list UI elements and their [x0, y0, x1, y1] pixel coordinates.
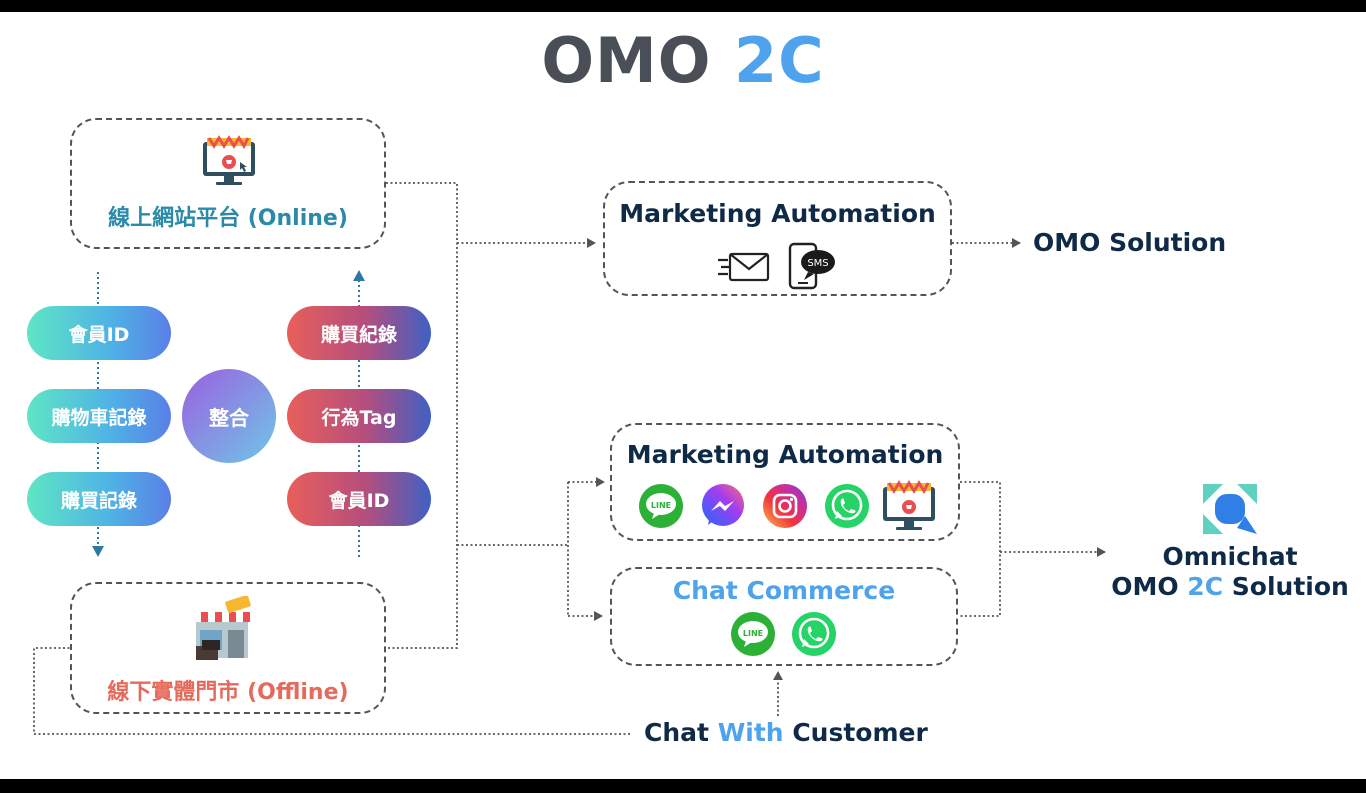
chat-line-icon: LINE [731, 612, 775, 656]
whatsapp-icon [825, 484, 869, 528]
chat-commerce-box [610, 567, 958, 666]
chat-with-customer-label: Chat With Customer [644, 718, 928, 747]
offline-store-box [70, 582, 386, 714]
shop-screen-icon [203, 135, 255, 185]
store-front-icon [194, 596, 251, 660]
omnichat-logo-icon [1203, 484, 1257, 534]
with-word: With [717, 718, 784, 747]
chat-whatsapp-icon [792, 612, 836, 656]
chat-word: Chat [644, 718, 709, 747]
sms-phone-icon: SMS [788, 242, 835, 290]
marketing-automation-middle-title: Marketing Automation [626, 440, 944, 469]
line-icon: LINE [639, 484, 683, 528]
marketing-automation-top-title: Marketing Automation [619, 199, 936, 228]
marketing-automation-middle-box [610, 423, 960, 541]
omnichat-solution-line: OMO 2C Solution [1110, 572, 1350, 601]
online-platform-box [70, 118, 386, 249]
page-title: OMO 2C [0, 24, 1366, 97]
email-icon [718, 252, 770, 282]
line-icon-text: LINE [651, 501, 671, 510]
pill-member-id-right: 會員ID [287, 472, 431, 526]
omnichat-2c: 2C [1187, 572, 1224, 601]
omnichat-name: Omnichat [1162, 542, 1298, 571]
pill-member-id-left: 會員ID [27, 306, 171, 360]
offline-label: 線下實體門市 (Offline) [107, 680, 349, 705]
pill-behavior-tag: 行為Tag [287, 389, 431, 443]
omnichat-solution: Solution [1231, 572, 1349, 601]
bottom-black-bar [0, 779, 1366, 793]
shop-screen-icon-small [883, 480, 935, 530]
top-black-bar [0, 0, 1366, 12]
pill-purchase-record-left: 購買記錄 [27, 472, 171, 526]
messenger-icon [702, 484, 744, 526]
omo-solution-label: OMO Solution [1033, 228, 1227, 257]
sms-text: SMS [807, 258, 828, 269]
marketing-automation-top-box [603, 181, 952, 296]
instagram-icon [763, 484, 807, 528]
merge-circle: 整合 [182, 369, 276, 463]
chat-commerce-title: Chat Commerce [672, 576, 896, 605]
omnichat-omo: OMO [1111, 572, 1179, 601]
title-2c: 2C [734, 24, 825, 97]
title-omo: OMO [541, 24, 712, 97]
pill-purchase-record-right: 購買紀錄 [287, 306, 431, 360]
pill-cart-record: 購物車記錄 [27, 389, 171, 443]
chat-line-icon-text: LINE [743, 629, 763, 638]
online-label: 線上網站平台 (Online) [108, 206, 348, 231]
customer-word: Customer [792, 718, 928, 747]
